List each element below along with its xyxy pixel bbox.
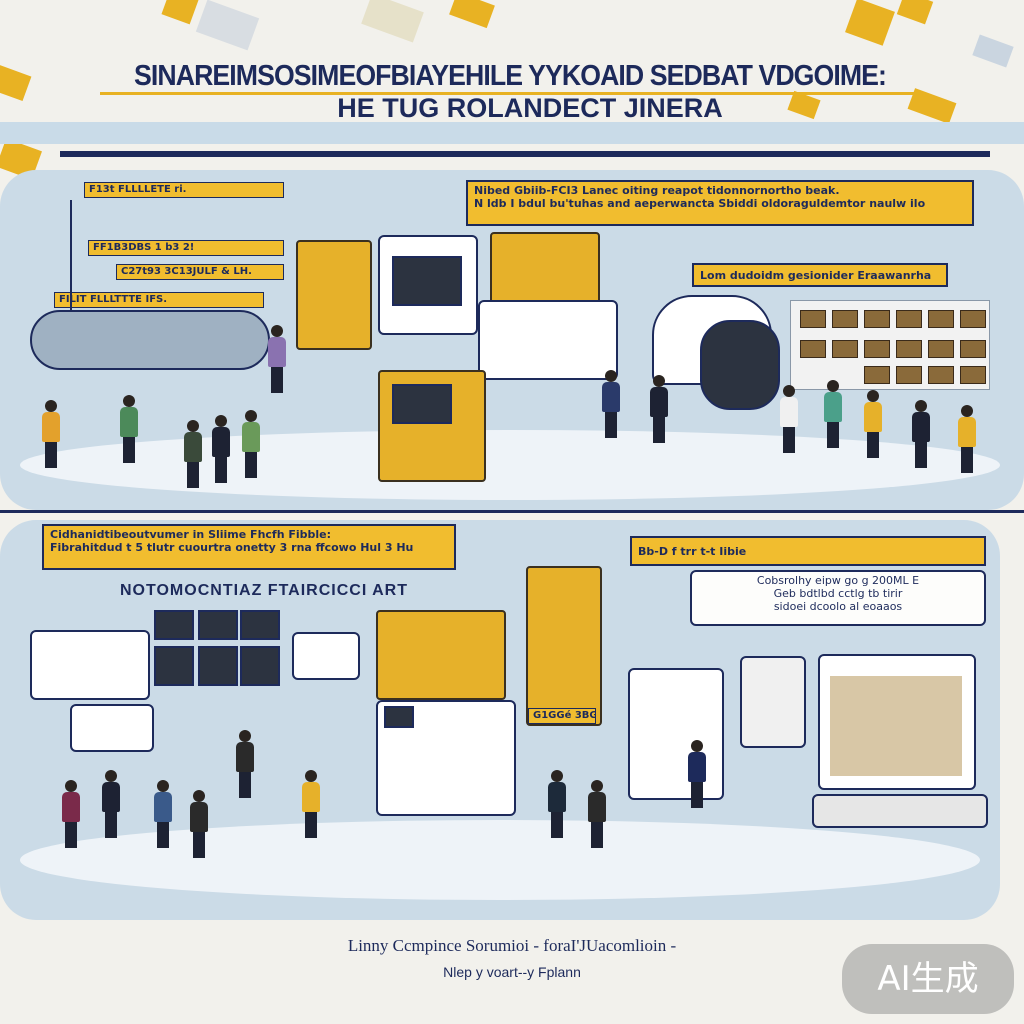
page-subtitle: HE TUG ROLANDECT JINERA (337, 93, 723, 123)
callout-line: Cidhanidtibeoutvumer in Sliime Fhcfh Fib… (50, 528, 332, 541)
confetti-shape (787, 90, 821, 120)
monitor-screen (154, 646, 194, 686)
shelf-item (928, 310, 954, 328)
shelf-item (864, 310, 890, 328)
info-callout: Nibed Gbiib-FCI3 Lanec oiting reapot tid… (466, 180, 974, 226)
machine-screen (392, 384, 452, 424)
visitor-figure (910, 400, 932, 470)
machine-screen (384, 706, 414, 728)
confetti-shape (161, 0, 199, 25)
shelf-item (960, 366, 986, 384)
section-heading: NOTOMOCNTIAZ FTAIRCICCI ART (120, 582, 409, 599)
monitor-screen (198, 610, 238, 640)
label-tag: FF1B3DBS 1 b3 2! (88, 240, 284, 256)
display-board (70, 704, 154, 752)
visitor-figure (822, 380, 844, 450)
kiosk-monitor (628, 668, 724, 800)
label-tag: C27t93 3C13JULF & LH. (116, 264, 284, 280)
display-board (30, 630, 150, 700)
confetti-shape (449, 0, 495, 29)
label-tag: FILIT FLLLTTTE IFS. (54, 292, 264, 308)
shelf-item (960, 340, 986, 358)
monitor-screen (240, 646, 280, 686)
info-callout: Cidhanidtibeoutvumer in Sliime Fhcfh Fib… (42, 524, 456, 570)
shelf-item (896, 366, 922, 384)
callout-line: sidoei dcoolo al eoaaos (773, 600, 903, 613)
floor-area (20, 820, 980, 900)
visitor-figure (600, 370, 622, 440)
confetti-shape (972, 34, 1014, 68)
connector-line (70, 200, 72, 320)
kiosk-monitor (740, 656, 806, 748)
visitor-figure (266, 325, 288, 395)
shelf-item (864, 340, 890, 358)
divider-rule (60, 151, 990, 157)
ai-generated-watermark: AI生成 (842, 944, 1014, 1014)
confetti-shape (896, 0, 934, 25)
visitor-figure (240, 410, 262, 480)
page-title: SINAREIMSOSIMEOFBIAYEHILE YYKOAID SEDBAT… (134, 60, 887, 92)
kiosk-booth (376, 610, 506, 700)
visitor-figure (152, 780, 174, 850)
callout-line: Nibed Gbiib-FCI3 Lanec oiting reapot tid… (474, 184, 840, 197)
visitor-figure (100, 770, 122, 840)
confetti-shape (195, 0, 260, 51)
monitor-screen (154, 610, 194, 640)
shelf-item (800, 340, 826, 358)
shop-sign: G1GGé 3BG (528, 708, 596, 724)
monitor-screen (240, 610, 280, 640)
footer-subtext: Nlep y voart--y Fplann (443, 964, 581, 980)
display-machine (478, 300, 618, 380)
display-content (830, 676, 962, 776)
monitor-screen (198, 646, 238, 686)
footer-text: Linny Ccmpince Sorumioi - foraI'JUacomli… (347, 936, 677, 955)
visitor-figure (182, 420, 204, 490)
callout-line: Cobsrolhy eipw go g 200ML E (756, 574, 920, 587)
confetti-shape (361, 0, 424, 43)
vehicle-console (30, 310, 270, 370)
confetti-shape (845, 0, 895, 46)
visitor-figure (862, 390, 884, 460)
shelf-item (928, 340, 954, 358)
shelf-item (832, 310, 858, 328)
label-tag: F13t FLLLLETE ri. (84, 182, 284, 198)
machine-screen (392, 256, 462, 306)
section-divider (0, 510, 1024, 513)
visitor-figure (300, 770, 322, 840)
shelf-item (832, 340, 858, 358)
visitor-figure (546, 770, 568, 840)
visitor-figure (234, 730, 256, 800)
callout-line: Fibrahitdud t 5 tlutr cuourtra onetty 3 … (50, 541, 414, 554)
kiosk-booth (296, 240, 372, 350)
shelf-item (896, 310, 922, 328)
shop-shelf (526, 566, 602, 726)
visitor-figure (210, 415, 232, 485)
shelf-item (896, 340, 922, 358)
callout-line: N ldb I bdul bu'tuhas and aeperwancta Sb… (474, 197, 926, 210)
info-callout: Cobsrolhy eipw go g 200ML E Geb bdtlbd c… (690, 570, 986, 626)
visitor-figure (648, 375, 670, 445)
visitor-figure (778, 385, 800, 455)
info-callout: Lom dudoidm gesionider Eraawanrha (692, 263, 948, 287)
floor-area (20, 430, 1000, 500)
shelf-item (800, 310, 826, 328)
shelf-item (960, 310, 986, 328)
visitor-figure (188, 790, 210, 860)
visitor-figure (586, 780, 608, 850)
info-callout: Bb-D f trr t-t Iibie (630, 536, 986, 566)
visitor-figure (686, 740, 708, 810)
callout-line: Geb bdtlbd cctlg tb tirir (773, 587, 903, 600)
vehicle-display (700, 320, 780, 410)
keyboard-icon (812, 794, 988, 828)
confetti-shape (0, 64, 32, 102)
title-accent-line (100, 92, 920, 95)
header-band (0, 122, 1024, 144)
visitor-figure (40, 400, 62, 470)
shelf-item (928, 366, 954, 384)
display-cart (292, 632, 360, 680)
visitor-figure (118, 395, 140, 465)
visitor-figure (956, 405, 978, 475)
shelf-item (864, 366, 890, 384)
visitor-figure (60, 780, 82, 850)
